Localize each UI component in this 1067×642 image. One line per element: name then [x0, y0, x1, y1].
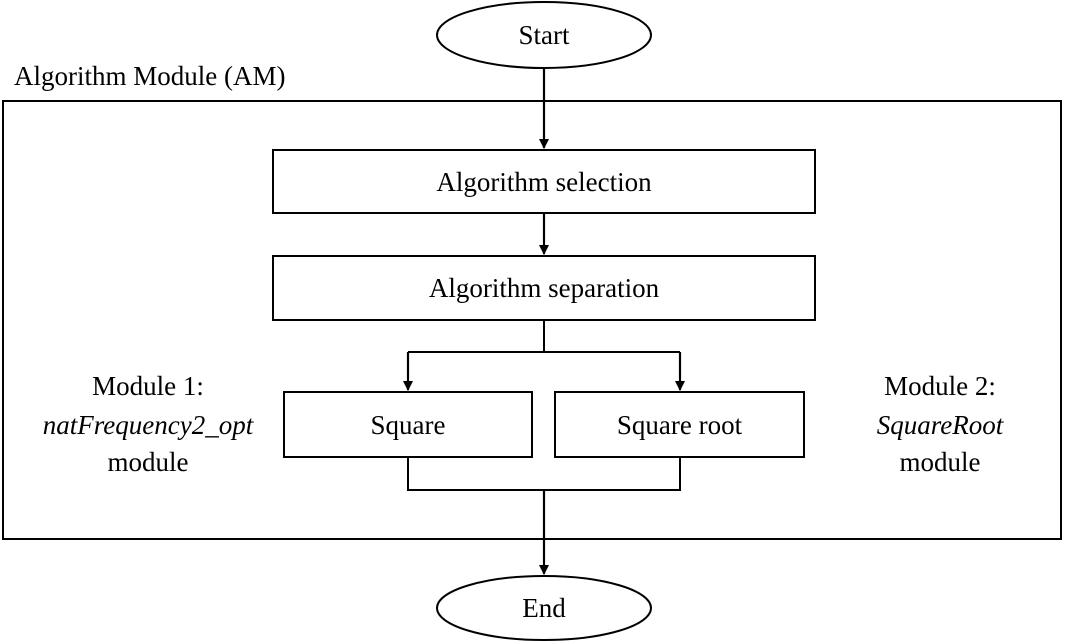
module2-name: SquareRoot — [876, 410, 1004, 440]
end-label: End — [522, 593, 566, 623]
module1-name: natFrequency2_opt — [42, 410, 254, 440]
module2-title: Module 2: — [884, 371, 996, 401]
start-label: Start — [518, 20, 570, 50]
square-root-label: Square root — [616, 410, 743, 440]
algorithm-separation-box — [272, 255, 816, 321]
algorithm-module-container — [2, 100, 1062, 540]
merge-connector — [407, 457, 681, 491]
module2-suffix: module — [899, 447, 981, 477]
square-root-box — [554, 391, 805, 458]
end-node — [436, 575, 652, 641]
module1-suffix: module — [107, 447, 189, 477]
square-label: Square — [370, 410, 446, 440]
algorithm-separation-label: Algorithm separation — [428, 273, 660, 303]
algorithm-selection-box — [272, 149, 816, 214]
module1-title: Module 1: — [92, 371, 204, 401]
algorithm-selection-label: Algorithm selection — [436, 167, 652, 197]
square-box — [283, 391, 533, 458]
algorithm-module-label: Algorithm Module (AM) — [14, 61, 286, 91]
